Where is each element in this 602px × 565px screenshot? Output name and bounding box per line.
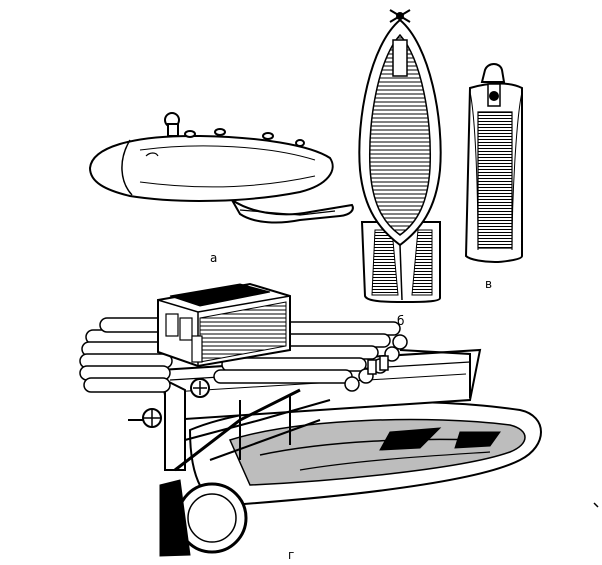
figure-d-launcher: [79, 282, 542, 557]
figure-label-a: а: [210, 251, 218, 265]
figure-b-spindle-torpedo: [358, 9, 442, 303]
figure-label-v: в: [485, 277, 493, 291]
stray-mark: [593, 502, 599, 508]
figure-a-torpedo: [88, 112, 354, 224]
figure-c-capsule: [464, 63, 523, 264]
figure-label-g: г: [288, 548, 295, 562]
figure-label-b: б: [397, 314, 405, 328]
